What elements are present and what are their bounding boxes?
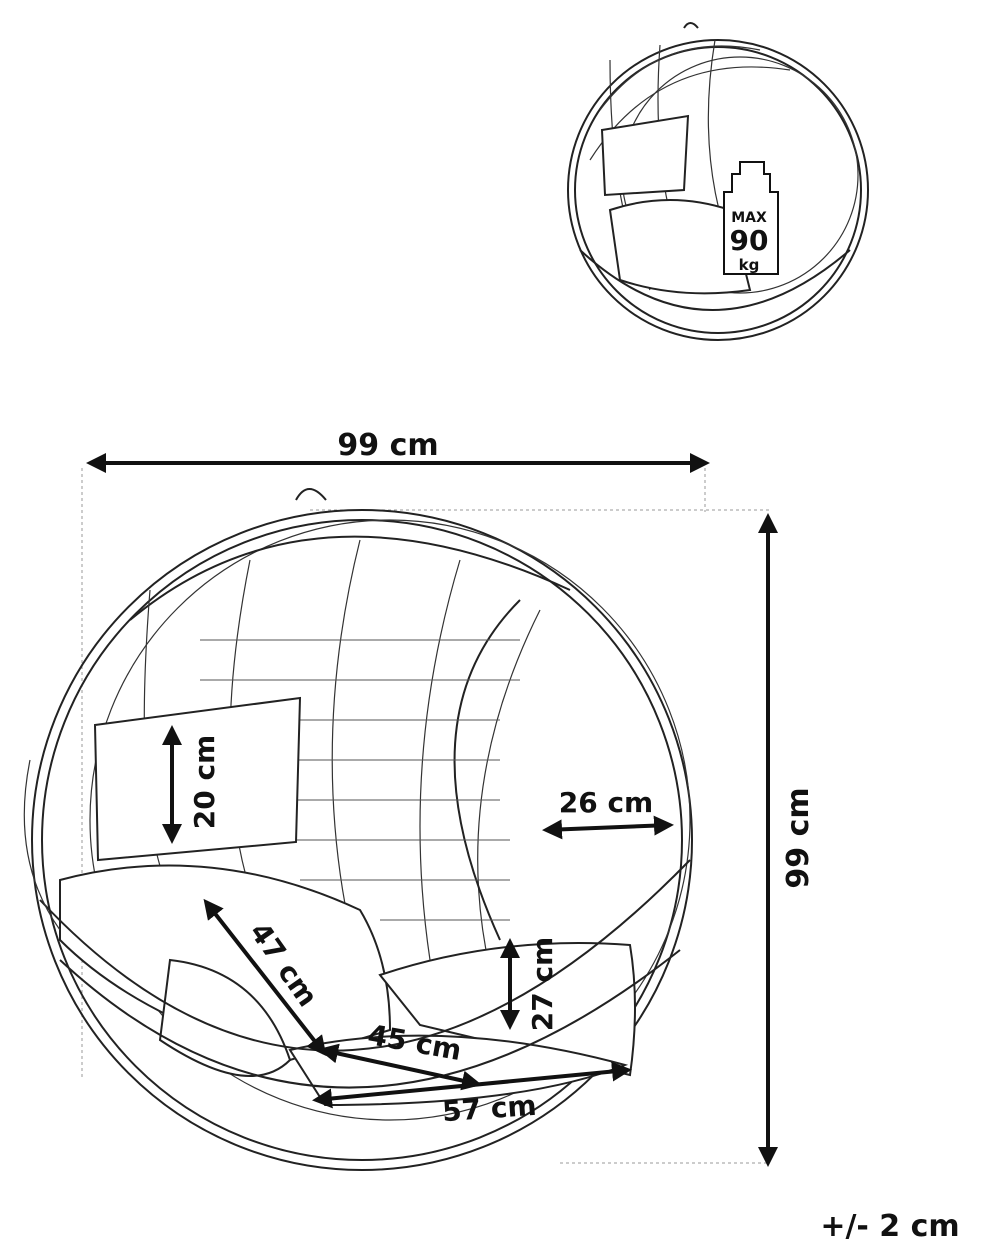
opening-depth-label: 26 cm — [559, 786, 654, 819]
weight-max-label: MAX — [731, 210, 767, 226]
pillow-height-label: 20 cm — [188, 735, 221, 830]
dimension-arrows — [86, 453, 778, 1167]
weight-icon: MAX 90 kg — [723, 161, 779, 275]
armrest-height-label: 27 cm — [526, 937, 559, 1032]
pillow — [93, 696, 302, 862]
seat-width-label: 57 cm — [441, 1089, 538, 1129]
guide-lines — [81, 468, 770, 1164]
tolerance-label: +/- 2 cm — [820, 1209, 959, 1244]
height-label: 99 cm — [781, 787, 816, 888]
width-label: 99 cm — [337, 428, 438, 463]
weight-unit: kg — [739, 256, 760, 274]
chair-preview: MAX 90 kg — [567, 22, 869, 341]
weight-value: 90 — [730, 224, 769, 257]
